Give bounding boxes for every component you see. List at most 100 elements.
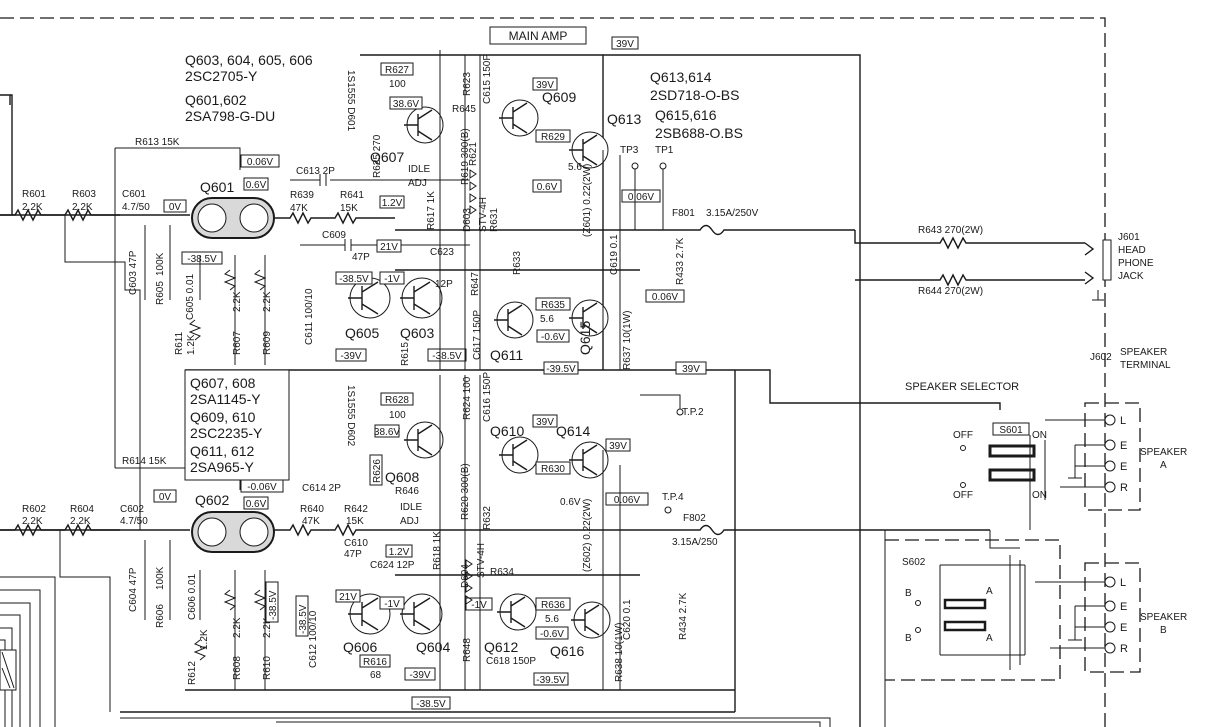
v-k-label-bottom: -0.6V bbox=[540, 629, 564, 640]
speaker-a-box bbox=[1084, 402, 1141, 511]
r603-label: R603 bbox=[72, 189, 96, 200]
tp1-label: TP1 bbox=[655, 145, 674, 156]
on-label-a: ON bbox=[1032, 430, 1047, 441]
c623-label: C623 bbox=[430, 247, 454, 258]
q614-label: Q614 bbox=[556, 423, 590, 439]
tp4-label: T.P.4 bbox=[662, 492, 684, 503]
s602-box bbox=[885, 539, 1061, 681]
note-q603: Q603, 604, 605, 606 bbox=[185, 52, 313, 68]
q613-label: Q613 bbox=[607, 111, 641, 127]
c614-label: C614 2P bbox=[302, 483, 341, 494]
part-notes-bottom: Q607, 608 2SA1145-Y Q609, 610 2SC2235-Y … bbox=[184, 369, 290, 481]
r626-label: R626 bbox=[372, 459, 383, 483]
stv-label: STV-4H bbox=[478, 197, 489, 232]
f801-value: 3.15A/250V bbox=[706, 208, 759, 219]
note-q615: Q615,616 bbox=[655, 107, 717, 123]
q615-label: Q615 bbox=[577, 321, 593, 355]
note-q611-type: 2SA965-Y bbox=[190, 459, 254, 475]
r629-label: R629 bbox=[541, 132, 565, 143]
c613-label: C613 2P bbox=[296, 166, 335, 177]
speaker-a-label-1: SPEAKER bbox=[1140, 447, 1187, 458]
note-q601-type: 2SA798-G-DU bbox=[185, 108, 275, 124]
supply-neg-label-bottom: -39.5V bbox=[536, 675, 566, 686]
speaker-b-label-2: B bbox=[1160, 625, 1167, 636]
v-d-label: 21V bbox=[380, 242, 398, 253]
r627-label: R627 bbox=[385, 65, 409, 76]
r609-value: 2.2K bbox=[262, 291, 273, 312]
r612-label: R612 bbox=[187, 661, 198, 685]
s602-label: S602 bbox=[902, 557, 926, 568]
r640-label: R640 bbox=[300, 504, 324, 515]
c601-label: C601 bbox=[122, 189, 146, 200]
r642-value: 15K bbox=[346, 516, 364, 527]
q616-label: Q616 bbox=[550, 643, 584, 659]
z602-label: (Z602) 0.22(2W) bbox=[582, 499, 593, 572]
a-term-l: L bbox=[1120, 415, 1126, 427]
r636-label: R636 bbox=[541, 600, 565, 611]
r613-label: R613 15K bbox=[135, 137, 180, 148]
v-39-mid: 39V bbox=[682, 364, 700, 375]
r603-value: 2.2K bbox=[72, 202, 93, 213]
tp3-label: TP3 bbox=[620, 145, 639, 156]
r633-label: R633 bbox=[512, 251, 523, 275]
r602-label: R602 bbox=[22, 504, 46, 515]
r646-label: R646 bbox=[395, 486, 419, 497]
jack-label: JACK bbox=[1118, 271, 1144, 282]
v-b-label: 0.6V bbox=[246, 180, 267, 191]
r606-value: 100K bbox=[155, 566, 166, 590]
r630-label: R630 bbox=[541, 464, 565, 475]
speaker-b-box bbox=[1084, 562, 1141, 673]
s602-a1: A bbox=[986, 586, 993, 597]
r642-label: R642 bbox=[344, 504, 368, 515]
r605-value: 100K bbox=[155, 252, 166, 276]
r648-label: R648 bbox=[462, 638, 473, 662]
r628-label: R628 bbox=[385, 395, 409, 406]
b-term-l: L bbox=[1120, 577, 1126, 589]
v-a-label: 0.06V bbox=[247, 157, 273, 168]
c609-value: 47P bbox=[352, 252, 370, 263]
r636-value: 5.6 bbox=[545, 614, 559, 625]
r604-value: 2.2K bbox=[70, 516, 91, 527]
v-j-label-bottom: -1V bbox=[384, 599, 400, 610]
r644-label: R644 270(2W) bbox=[918, 286, 983, 297]
r621-label: R621 bbox=[468, 142, 479, 166]
c619-label: C619 0.1 bbox=[609, 234, 620, 275]
phone-label: PHONE bbox=[1118, 258, 1154, 269]
c609-label: C609 bbox=[322, 230, 346, 241]
note-q601: Q601,602 bbox=[185, 92, 247, 108]
supply-neg-label-top: -39.5V bbox=[546, 364, 576, 375]
supply-pos-label: 39V bbox=[616, 39, 634, 50]
speaker-terminal-label-2: TERMINAL bbox=[1120, 360, 1171, 371]
note-q613-type: 2SD718-O-BS bbox=[650, 87, 739, 103]
off-label-a: OFF bbox=[953, 430, 973, 441]
v-e-label: -39V bbox=[340, 351, 361, 362]
v0-label-bottom: 0V bbox=[159, 492, 172, 503]
r612-value: 1.2K bbox=[199, 629, 210, 650]
d602-label: 1S1555 D602 bbox=[345, 385, 356, 447]
d601-label: 1S1555 D601 bbox=[345, 70, 356, 132]
c611-label: C611 100/10 bbox=[304, 288, 315, 345]
speaker-a-label-2: A bbox=[1160, 460, 1167, 471]
z601-label: (Z601) 0.22(2W) bbox=[582, 164, 593, 237]
r641-label: R641 bbox=[340, 190, 364, 201]
v-f-label: -38.5V bbox=[339, 274, 369, 285]
r639-value: 47K bbox=[290, 203, 308, 214]
v-l-label-bottom: 0.6V bbox=[560, 497, 581, 508]
a-term-r: R bbox=[1120, 482, 1128, 494]
c624-label: C624 12P bbox=[370, 560, 415, 571]
j602-label: J602 bbox=[1090, 352, 1112, 363]
q612-label: Q612 bbox=[484, 639, 518, 655]
title-box bbox=[489, 26, 587, 45]
off-label-b: OFF bbox=[953, 490, 973, 501]
v-n-label: 0.06V bbox=[628, 192, 654, 203]
r433-label: R433 2.7K bbox=[675, 237, 686, 285]
q610-label: Q610 bbox=[490, 423, 524, 439]
note-q603-type: 2SC2705-Y bbox=[185, 68, 258, 84]
bottom-left-block bbox=[0, 649, 17, 691]
part-notes-top: Q603, 604, 605, 606 2SC2705-Y Q601,602 2… bbox=[185, 52, 743, 141]
r616-label: R616 bbox=[363, 657, 387, 668]
c605-label: C605 0.01 bbox=[185, 273, 196, 320]
v-l-label: 0.6V bbox=[537, 182, 558, 193]
v-d-label-bottom: 21V bbox=[339, 592, 357, 603]
